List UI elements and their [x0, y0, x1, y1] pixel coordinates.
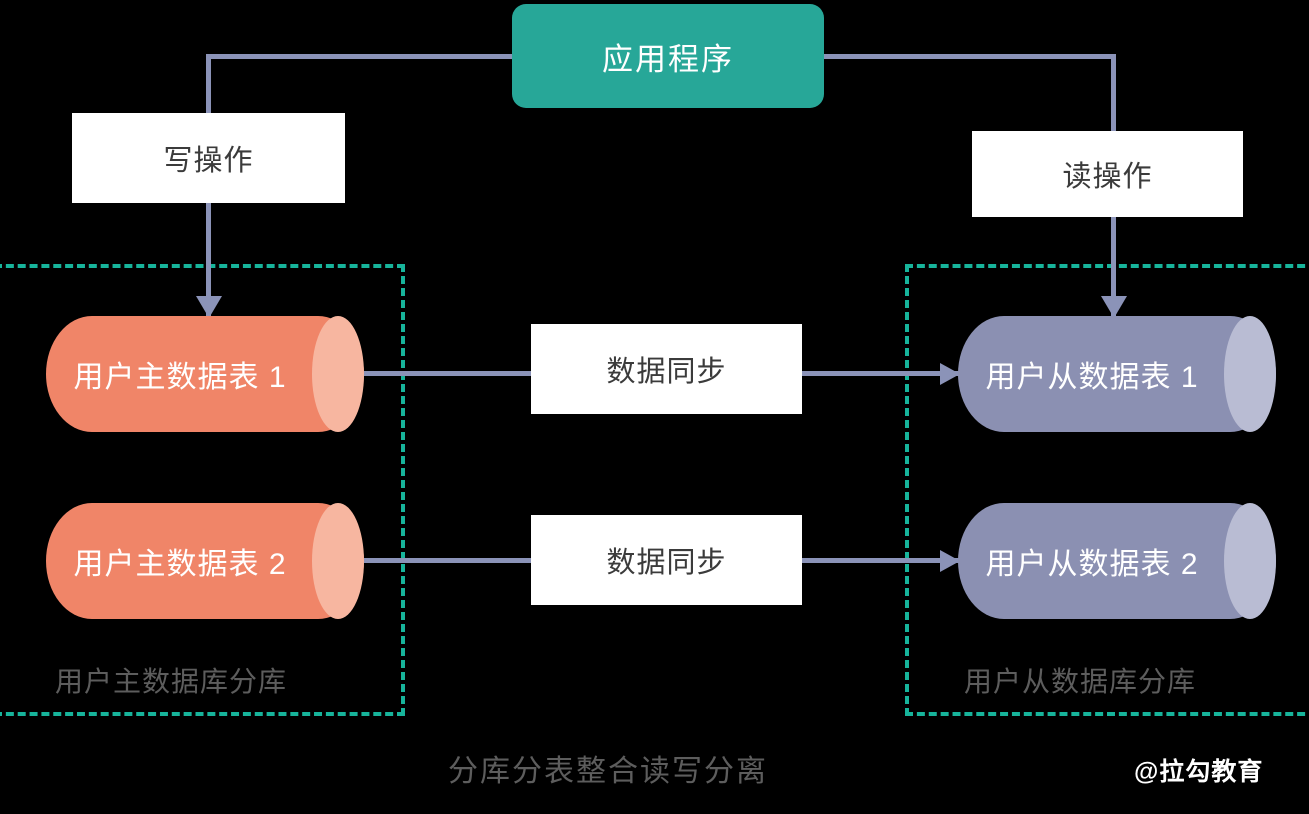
connector-app-to-read-vertical	[1111, 54, 1116, 136]
database-cylinder-slave-1-label: 用户从数据表 1	[985, 361, 1199, 394]
database-cylinder-slave-1[interactable]: 用户从数据表 1	[958, 316, 1276, 432]
arrowhead-sync2-to-slave2	[940, 550, 960, 572]
database-cylinder-slave-2-label: 用户从数据表 2	[985, 548, 1199, 581]
connector-master1-to-sync1	[363, 371, 538, 376]
cylinder-cap-icon	[1224, 316, 1276, 432]
connector-sync2-to-slave2	[795, 558, 965, 563]
group-label-slave-shard: 用户从数据库分库	[964, 666, 1197, 697]
database-cylinder-master-2[interactable]: 用户主数据表 2	[46, 503, 364, 619]
connector-read-to-slave-db	[1111, 214, 1116, 320]
arrowhead-read-to-slave-db	[1101, 296, 1127, 318]
group-box-master-shard	[0, 264, 405, 716]
connector-app-to-write-horizontal	[206, 54, 516, 59]
database-cylinder-slave-2[interactable]: 用户从数据表 2	[958, 503, 1276, 619]
cylinder-body-icon	[958, 503, 1276, 619]
database-cylinder-master-2-label: 用户主数据表 2	[73, 548, 287, 581]
database-cylinder-master-1[interactable]: 用户主数据表 1	[46, 316, 364, 432]
cylinder-body-icon	[46, 316, 364, 432]
data-sync-node-2[interactable]: 数据同步	[531, 515, 802, 605]
cylinder-cap-icon	[312, 316, 364, 432]
arrowhead-write-to-master-db	[196, 296, 222, 318]
application-node-label: 应用程序	[602, 41, 734, 77]
cylinder-cap-icon	[1224, 503, 1276, 619]
connector-app-to-read-horizontal	[820, 54, 1116, 59]
connector-sync1-to-slave1	[795, 371, 965, 376]
database-cylinder-master-1-label: 用户主数据表 1	[73, 361, 287, 394]
diagram-caption: 分库分表整合读写分离	[448, 755, 768, 788]
read-operation-label: 读操作	[1062, 161, 1153, 193]
connector-write-to-master-db	[206, 200, 211, 320]
connector-master2-to-sync2	[363, 558, 538, 563]
data-sync-label-2: 数据同步	[606, 547, 727, 579]
cylinder-body-icon	[958, 316, 1276, 432]
write-operation-node[interactable]: 写操作	[72, 113, 345, 203]
connector-app-to-write-vertical	[206, 54, 211, 116]
data-sync-label-1: 数据同步	[606, 356, 727, 388]
group-label-master-shard: 用户主数据库分库	[55, 666, 288, 697]
data-sync-node-1[interactable]: 数据同步	[531, 324, 802, 414]
cylinder-cap-icon	[312, 503, 364, 619]
cylinder-body-icon	[46, 503, 364, 619]
read-operation-node[interactable]: 读操作	[972, 131, 1243, 217]
group-box-slave-shard	[905, 264, 1309, 716]
write-operation-label: 写操作	[163, 145, 254, 177]
arrowhead-sync1-to-slave1	[940, 363, 960, 385]
watermark: @拉勾教育	[1134, 758, 1264, 786]
application-node[interactable]: 应用程序	[512, 4, 824, 108]
